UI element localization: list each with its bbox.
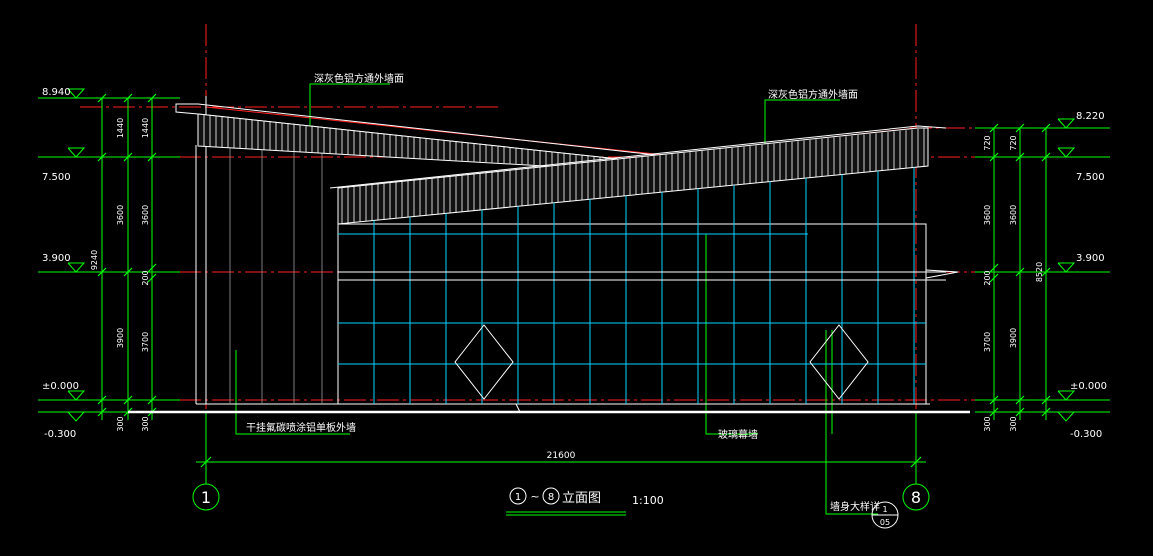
dimension-tick (910, 456, 922, 468)
level-labels-left: 8.940 7.500 3.900 ±0.000 -0.300 (42, 87, 79, 440)
level-minus300-left: -0.300 (44, 429, 76, 440)
dim-right-inner-5: 300 (983, 416, 992, 431)
level-3900-left: 3.900 (42, 253, 71, 264)
dimension-tick (1015, 407, 1025, 417)
dimension-tick (97, 267, 107, 277)
dimension-tick (97, 152, 107, 162)
dimension-tick (1015, 267, 1025, 277)
level-marker-right (1057, 118, 1076, 129)
dimension-ticks (97, 93, 1051, 468)
note-detail: 墙身大样详 (830, 500, 880, 513)
dim-left-inner-2: 3600 (141, 205, 150, 225)
dim-right-inner-3: 200 (983, 270, 992, 285)
detail-number: 1 (882, 505, 887, 514)
dim-left-total: 9240 (90, 250, 99, 270)
level-marker-left (67, 390, 86, 401)
detail-reference: 1 05 (871, 501, 899, 529)
dim-right-total: 8520 (1035, 262, 1044, 282)
title-axis-from: 1 (515, 492, 521, 503)
building (128, 96, 970, 414)
level-minus300-right: -0.300 (1070, 429, 1102, 440)
axis-label-left: 1 (201, 488, 211, 507)
dimension-tick (147, 395, 157, 405)
note-roof-left: 深灰色铝方通外墙面 (314, 72, 404, 85)
level-7500-left: 7.500 (42, 172, 71, 183)
dimension-tick (989, 123, 999, 133)
dimension-tick (123, 93, 133, 103)
dimension-tick (147, 273, 157, 283)
title-tilde: ~ (530, 490, 539, 503)
dimension-tick (147, 93, 157, 103)
dim-right-outer-4: 300 (1009, 416, 1018, 431)
dim-overall-width: 21600 (547, 451, 576, 461)
dimension-tick (97, 407, 107, 417)
dim-left-inner-4: 3700 (141, 332, 150, 352)
level-marker-left (67, 411, 86, 422)
level-7500-right: 7.500 (1076, 172, 1105, 183)
dim-left-outer-4: 300 (116, 416, 125, 431)
dimension-tick (147, 152, 157, 162)
axis-label-right: 8 (911, 488, 921, 507)
level-0000-left: ±0.000 (42, 381, 79, 392)
level-8940: 8.940 (42, 87, 71, 98)
dimension-tick (1041, 123, 1051, 133)
dimension-tick (1041, 152, 1051, 162)
dim-right-inner-1: 720 (983, 135, 992, 150)
dim-left-inner-3: 200 (141, 270, 150, 285)
dim-left-outer-3: 3900 (116, 328, 125, 348)
level-marker-right (1057, 262, 1076, 273)
detail-sheet: 05 (880, 518, 890, 527)
dimension-tick (200, 456, 212, 468)
title-axis-to: 8 (548, 492, 554, 503)
level-labels-right: 8.220 7.500 3.900 ±0.000 -0.300 (1070, 111, 1107, 440)
level-marker-left (67, 262, 86, 273)
dimension-tick (147, 263, 157, 273)
dimension-tick (1041, 267, 1051, 277)
dim-left-inner-1: 1440 (141, 118, 150, 138)
annotations: 深灰色铝方通外墙面 深灰色铝方通外墙面 干挂氟碳喷涂铝单板外墙 玻璃幕墙 墙身大… (246, 72, 880, 513)
dimension-tick (989, 273, 999, 283)
axis-bubble-left: 1 (192, 483, 220, 511)
dim-right-inner-2: 3600 (983, 205, 992, 225)
level-3900-right: 3.900 (1076, 253, 1105, 264)
note-glass: 玻璃幕墙 (718, 428, 758, 441)
note-roof-right: 深灰色铝方通外墙面 (768, 88, 858, 101)
dim-right-outer-1: 720 (1009, 135, 1018, 150)
dimension-tick (1041, 407, 1051, 417)
dimension-tick (97, 395, 107, 405)
dimension-tick (1015, 123, 1025, 133)
level-marker-left (67, 88, 86, 99)
drawing-title: 1 ~ 8 立面图 1:100 (509, 487, 664, 507)
dim-left-outer-2: 3600 (116, 205, 125, 225)
dim-left-outer-1: 1440 (116, 118, 125, 138)
level-marker-left (67, 147, 86, 158)
level-marker-right (1057, 390, 1076, 401)
title-label: 立面图 (562, 491, 601, 506)
dim-right-outer-3: 3900 (1009, 328, 1018, 348)
level-marker-right (1057, 147, 1076, 158)
dimension-tick (1015, 152, 1025, 162)
dimension-tick (989, 407, 999, 417)
title-scale: 1:100 (632, 494, 664, 507)
dimension-tick (1015, 395, 1025, 405)
level-8220: 8.220 (1076, 111, 1105, 122)
dimension-tick (97, 93, 107, 103)
note-wall: 干挂氟碳喷涂铝单板外墙 (246, 421, 356, 434)
dimension-tick (1041, 395, 1051, 405)
dimension-tick (123, 152, 133, 162)
vertical-dimensions: 1440 3600 3900 300 9240 1440 3600 200 37… (90, 118, 1044, 432)
level-markers (67, 88, 1076, 422)
dimension-tick (123, 395, 133, 405)
dim-right-inner-4: 3700 (983, 332, 992, 352)
axis-bubble-right: 8 (902, 483, 930, 511)
dimension-tick (989, 395, 999, 405)
dimension-tick (989, 263, 999, 273)
dim-left-inner-5: 300 (141, 416, 150, 431)
dimension-tick (123, 267, 133, 277)
level-0000-right: ±0.000 (1070, 381, 1107, 392)
level-marker-right (1057, 411, 1076, 422)
dimension-tick (989, 152, 999, 162)
dim-right-outer-2: 3600 (1009, 205, 1018, 225)
